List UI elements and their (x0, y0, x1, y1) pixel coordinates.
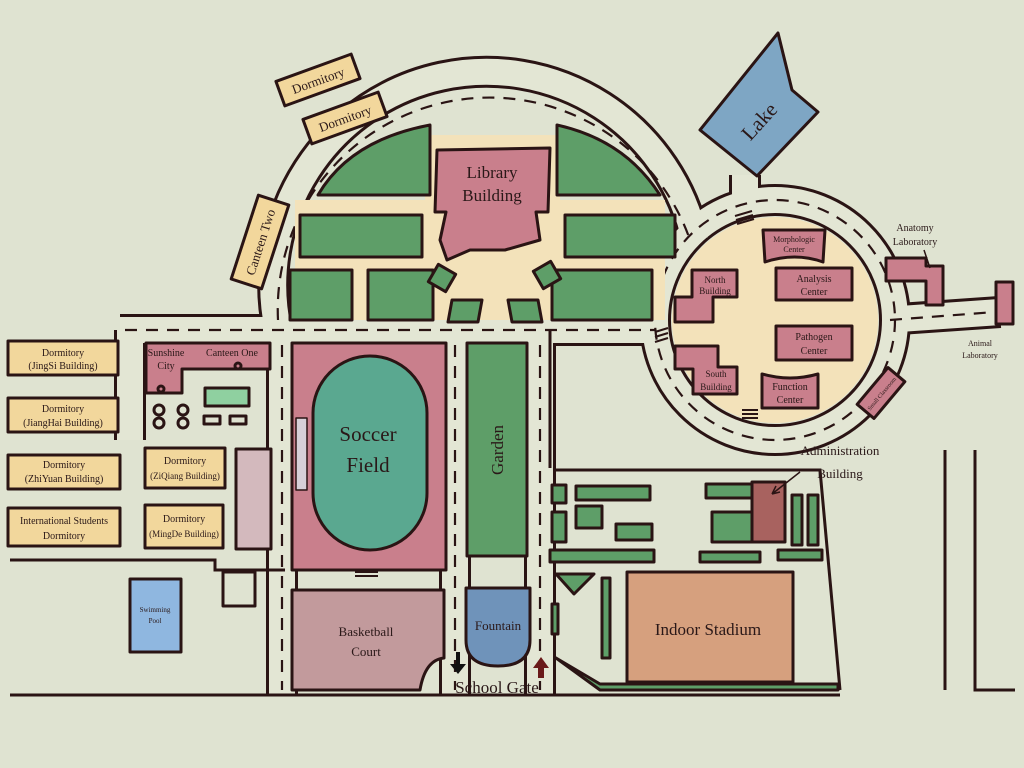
svg-text:Center: Center (801, 287, 828, 298)
svg-text:Dormitory: Dormitory (43, 460, 85, 471)
svg-text:Dormitory: Dormitory (43, 531, 85, 542)
swimming-pool[interactable]: Swimming Pool (128, 577, 183, 654)
south-building[interactable]: South Building (673, 344, 739, 396)
svg-text:Morphologic: Morphologic (773, 235, 815, 244)
svg-text:Canteen One: Canteen One (206, 348, 258, 359)
svg-text:Field: Field (346, 453, 390, 477)
svg-text:Analysis: Analysis (797, 274, 832, 285)
svg-text:(ZhiYuan Building): (ZhiYuan Building) (25, 474, 104, 485)
svg-text:Dormitory: Dormitory (163, 514, 205, 525)
svg-text:Building: Building (462, 186, 522, 205)
school-gate[interactable]: School Gate (450, 652, 549, 697)
garden[interactable]: Garden (465, 341, 529, 558)
svg-text:Laboratory: Laboratory (893, 237, 937, 248)
svg-text:City: City (157, 361, 174, 372)
svg-text:Pathogen: Pathogen (795, 332, 832, 343)
svg-text:International Students: International Students (20, 516, 108, 527)
pathogen-center[interactable]: Pathogen Center (774, 324, 854, 362)
admin-green-area (548, 482, 840, 692)
svg-text:Soccer: Soccer (339, 422, 396, 446)
indoor-stadium[interactable]: Indoor Stadium (625, 570, 795, 684)
svg-text:Sunshine: Sunshine (148, 348, 185, 359)
analysis-center[interactable]: Analysis Center (774, 266, 854, 302)
svg-text:Building: Building (699, 286, 731, 296)
svg-text:Center: Center (777, 395, 804, 406)
svg-text:Dormitory: Dormitory (164, 456, 206, 467)
small-plot (221, 570, 257, 608)
svg-text:Center: Center (801, 346, 828, 357)
svg-text:Basketball: Basketball (339, 624, 394, 639)
dormitory-top-2[interactable]: Dormitory (301, 90, 389, 146)
anatomy-laboratory[interactable]: Anatomy Laboratory (884, 223, 945, 307)
svg-text:(MingDe Building): (MingDe Building) (149, 529, 219, 539)
library-building[interactable]: Library Building (433, 146, 552, 262)
svg-text:North: North (705, 275, 726, 285)
fountain[interactable]: Fountain (464, 586, 532, 668)
basketball-court[interactable]: Basketball Court (290, 588, 446, 692)
administration-building[interactable]: Administration Building (750, 443, 880, 544)
entrance-arrow-icon (533, 657, 549, 678)
svg-text:Building: Building (700, 382, 732, 392)
dormitory-zhiyuan[interactable]: Dormitory (ZhiYuan Building) (6, 453, 122, 491)
svg-text:Anatomy: Anatomy (896, 223, 933, 234)
morphologic-center[interactable]: Morphologic Center (761, 228, 827, 264)
anatomy-pointer (923, 249, 931, 269)
svg-text:Swimming: Swimming (140, 606, 171, 614)
svg-text:Court: Court (351, 644, 381, 659)
svg-text:Function: Function (772, 382, 808, 393)
dormitory-jingsi[interactable]: Dormitory (JingSi Building) (6, 339, 120, 377)
svg-text:Laboratory: Laboratory (962, 351, 998, 360)
svg-text:Library: Library (467, 163, 518, 182)
international-students-dormitory[interactable]: International Students Dormitory (6, 506, 122, 548)
svg-text:Dormitory: Dormitory (42, 348, 84, 359)
svg-text:Pool: Pool (149, 617, 162, 625)
dormitory-top-1[interactable]: Dormitory (274, 52, 362, 108)
svg-text:Center: Center (783, 245, 805, 254)
svg-text:Garden: Garden (488, 424, 507, 475)
svg-text:Indoor Stadium: Indoor Stadium (655, 620, 761, 639)
svg-text:South: South (705, 369, 727, 379)
animal-laboratory[interactable]: Animal Laboratory (962, 280, 1015, 360)
svg-text:Building: Building (817, 466, 863, 481)
exit-arrow-icon (450, 652, 466, 674)
svg-text:Dormitory: Dormitory (42, 404, 84, 415)
svg-text:(JiangHai Building): (JiangHai Building) (23, 418, 103, 429)
svg-text:(JingSi Building): (JingSi Building) (28, 361, 97, 372)
dormitory-jianghai[interactable]: Dormitory (JiangHai Building) (6, 396, 120, 434)
north-building[interactable]: North Building (673, 268, 739, 324)
sports-strip (234, 447, 273, 551)
soccer-field[interactable]: Soccer Field (290, 341, 448, 572)
svg-text:(ZiQiang Building): (ZiQiang Building) (150, 471, 220, 481)
svg-text:School Gate: School Gate (455, 678, 539, 697)
steps (355, 210, 758, 577)
svg-text:Animal: Animal (968, 339, 993, 348)
function-center[interactable]: Function Center (760, 372, 820, 410)
plaza (152, 386, 251, 430)
svg-text:Fountain: Fountain (475, 618, 522, 633)
lake[interactable]: Lake (698, 31, 820, 178)
canteen-one-sunshine-city[interactable]: Sunshine City Canteen One (144, 341, 272, 395)
roads (10, 55, 1015, 697)
svg-text:Administration: Administration (801, 443, 880, 458)
dormitory-ziqiang[interactable]: Dormitory (ZiQiang Building) (143, 446, 227, 490)
dormitory-mingde[interactable]: Dormitory (MingDe Building) (143, 503, 225, 550)
